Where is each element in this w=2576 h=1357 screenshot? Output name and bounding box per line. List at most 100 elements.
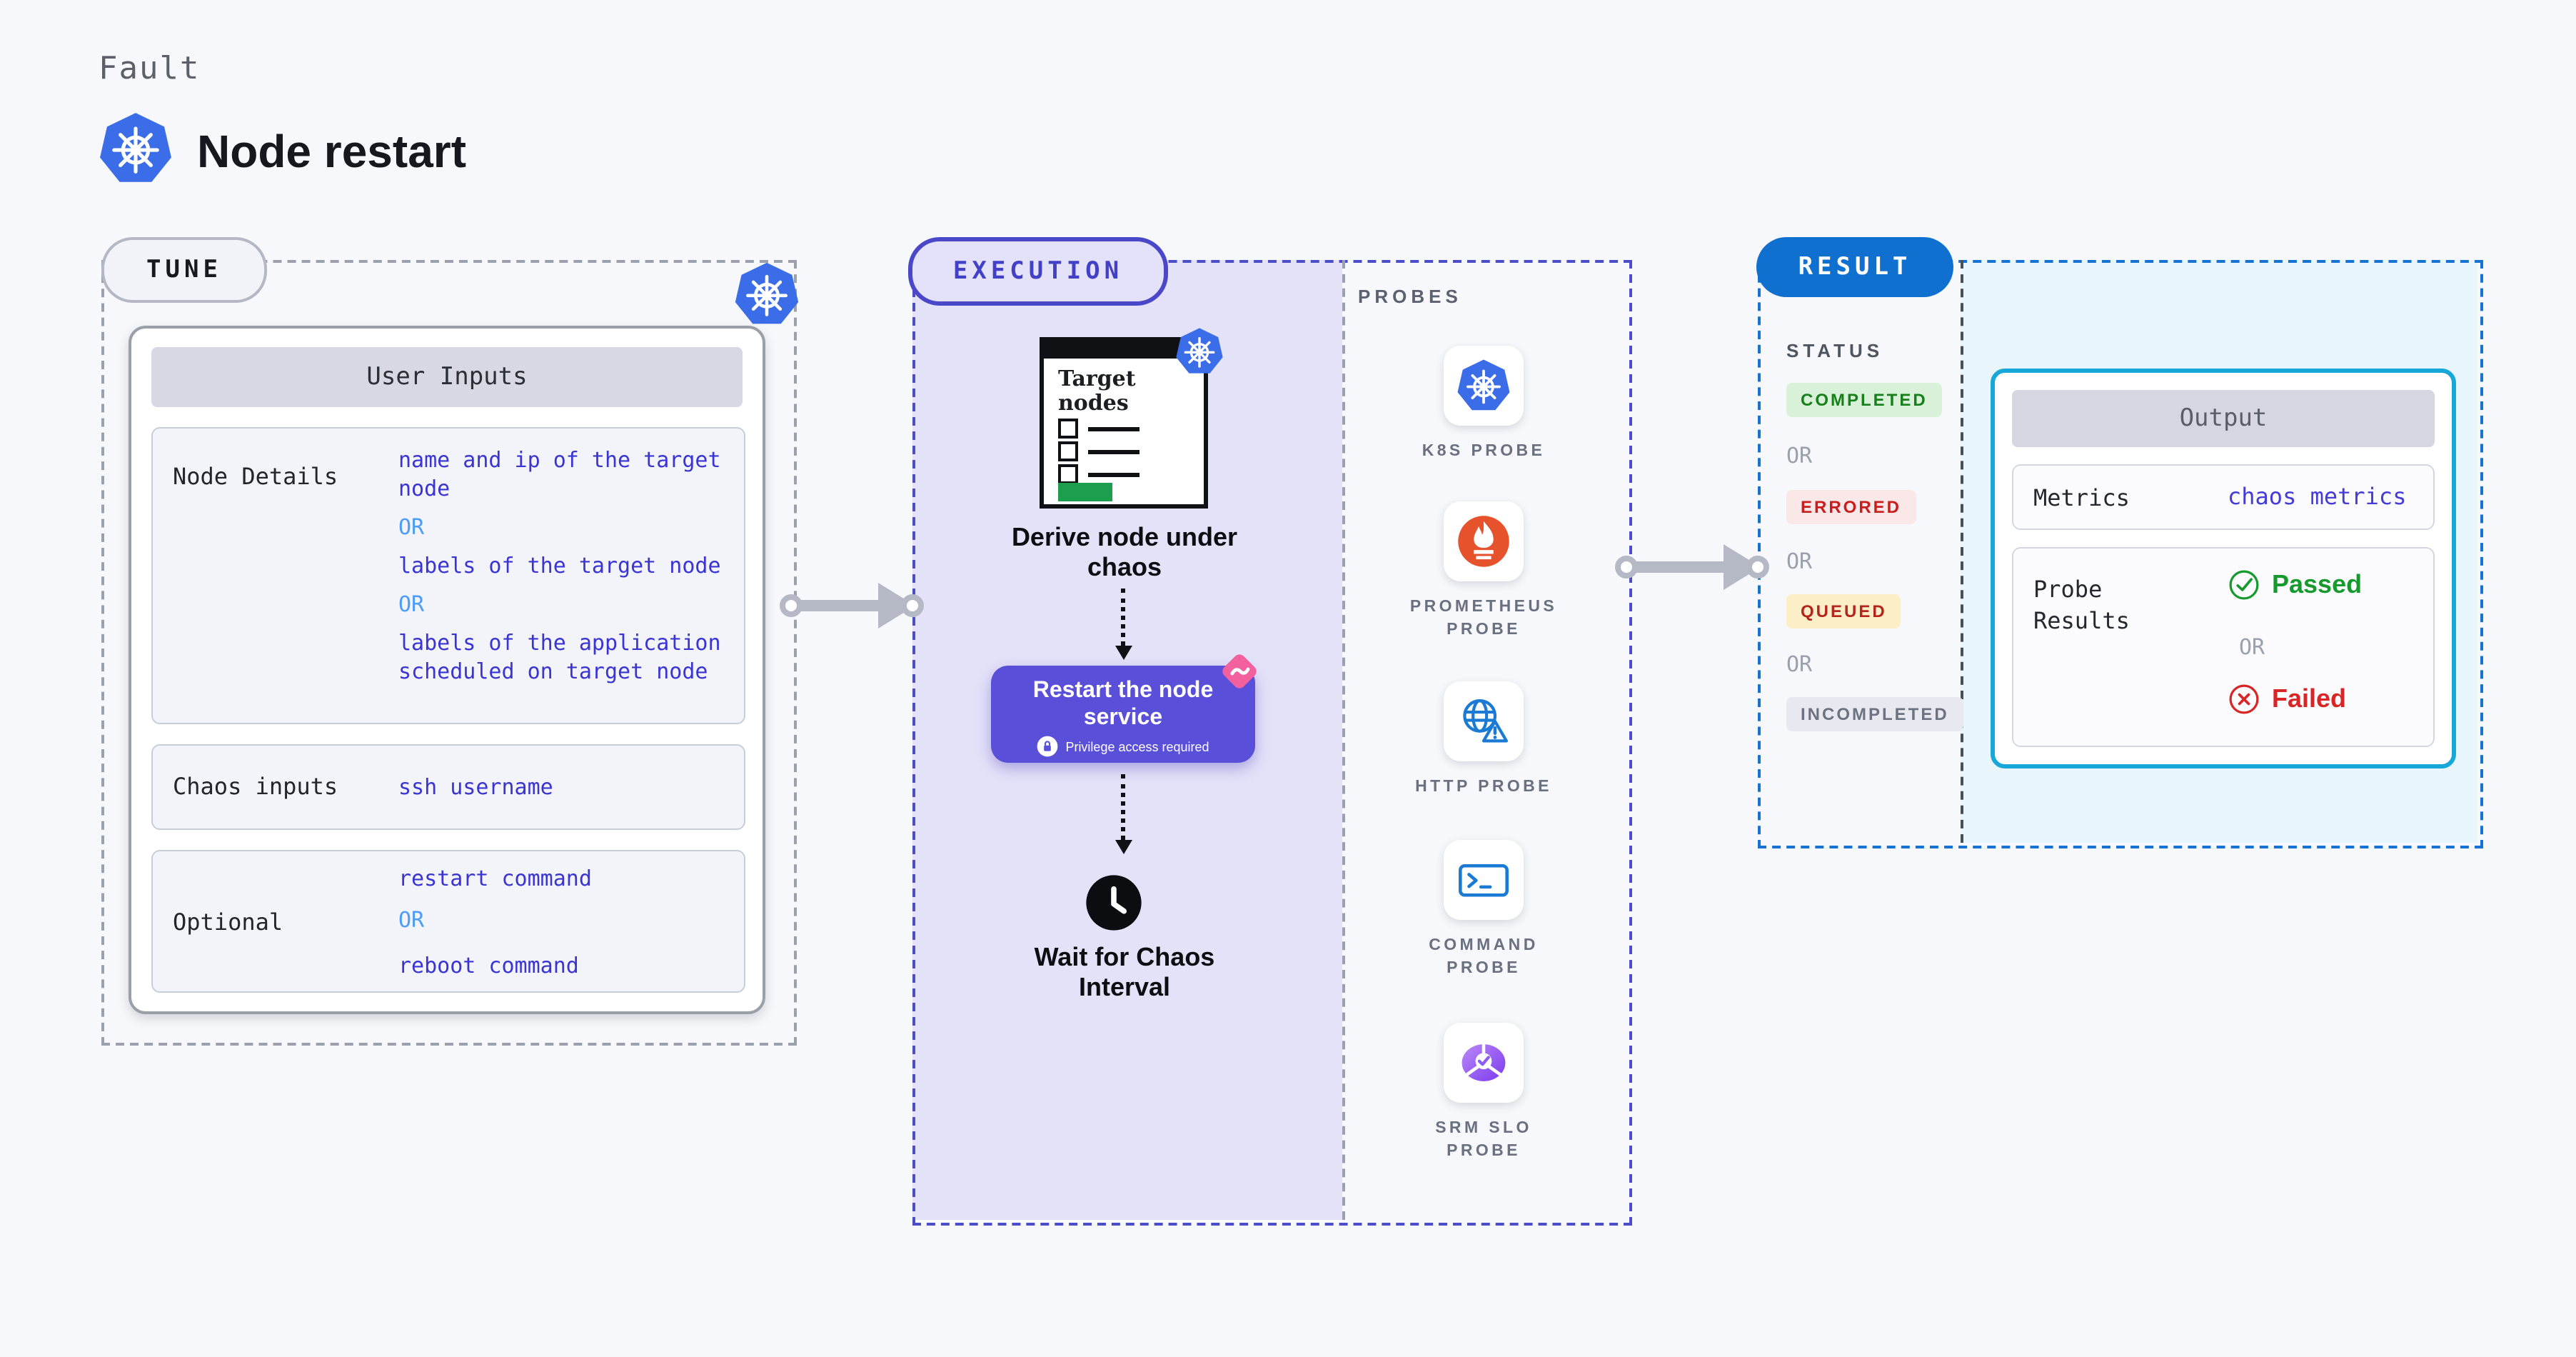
status-output-divider [1961, 260, 1963, 843]
value-line: ssh username [398, 774, 553, 800]
probe-item-http: HTTP PROBE [1384, 681, 1584, 798]
x-circle-icon [2228, 683, 2260, 716]
probe-name: PROMETHEUS PROBE [1409, 599, 1558, 639]
probe-card [1444, 346, 1524, 426]
value-line: restart command [398, 866, 592, 891]
probe-name: K8S PROBE [1422, 443, 1546, 460]
or-separator: OR [398, 514, 425, 540]
fault-eyebrow: Fault [99, 51, 201, 87]
lock-icon [1037, 736, 1058, 757]
value-line: name and ip of the target node [398, 447, 721, 501]
derive-step-label: Derive node under chaos [1011, 523, 1238, 581]
probe-card [1444, 681, 1524, 761]
user-inputs-header: User Inputs [151, 347, 743, 407]
target-nodes-title: Target nodes [1058, 366, 1136, 416]
node-list-item [1058, 464, 1139, 484]
status-badge-queued: QUEUED [1786, 594, 1901, 629]
row-values: name and ip of the target node OR labels… [398, 446, 730, 696]
table-row-node-details: Node Details name and ip of the target n… [151, 427, 745, 724]
probe-item-srm-slo: SRM SLO PROBE [1384, 1023, 1584, 1163]
probe-name: SRM SLO PROBE [1435, 1120, 1532, 1160]
row-values: ssh username [398, 773, 730, 811]
tune-section-box [101, 260, 797, 1046]
probe-card [1444, 1023, 1524, 1103]
kubernetes-icon [1456, 359, 1511, 413]
execution-section-label: EXECUTION [908, 237, 1168, 306]
probe-name: COMMAND PROBE [1429, 937, 1539, 977]
probe-result-failed: Failed [2228, 683, 2346, 716]
node-list-item [1058, 419, 1139, 439]
arrow-endpoint [780, 594, 803, 617]
privilege-note-text: Privilege access required [1065, 739, 1209, 753]
result-section-label: RESULT [1756, 237, 1953, 297]
value-line: labels of the target node [398, 553, 721, 579]
chaos-icon [1218, 650, 1261, 693]
flow-arrow-tune-to-execution [780, 581, 924, 630]
clock-icon [1084, 873, 1144, 933]
output-header: Output [2012, 390, 2435, 447]
status-badge-incompleted: INCOMPLETED [1786, 697, 1963, 731]
or-separator: OR [398, 591, 425, 617]
row-values: restart command OR reboot command [398, 864, 730, 990]
checkbox-icon [1058, 419, 1078, 439]
output-row-metrics: Metrics chaos metrics [2012, 464, 2435, 530]
wait-step-label: Wait for Chaos Interval [1034, 943, 1215, 1001]
row-label: Optional [173, 908, 283, 936]
value-line: labels of the application scheduled on t… [398, 630, 721, 684]
or-separator: OR [1786, 443, 1813, 469]
probe-item-prometheus: PROMETHEUS PROBE [1384, 501, 1584, 641]
failed-label: Failed [2272, 684, 2347, 713]
tune-section-label: TUNE [101, 237, 267, 303]
status-column-label: STATUS [1786, 340, 1884, 361]
metrics-value: chaos metrics [2228, 483, 2407, 510]
list-line [1088, 449, 1139, 454]
status-badge-errored: ERRORED [1786, 490, 1916, 524]
globe-warning-icon [1456, 694, 1511, 748]
or-separator: OR [398, 907, 425, 933]
table-row-optional: Optional restart command OR reboot comma… [151, 850, 745, 993]
value-line: reboot command [398, 953, 579, 978]
status-badge-completed: COMPLETED [1786, 383, 1942, 417]
row-label: Node Details [173, 463, 338, 490]
kubernetes-icon [734, 261, 800, 327]
kubernetes-icon [99, 111, 173, 186]
restart-node-step: Restart the node service Privilege acces… [991, 666, 1255, 763]
checkbox-icon [1058, 464, 1078, 484]
prometheus-icon [1456, 514, 1511, 569]
table-row-chaos-inputs: Chaos inputs ssh username [151, 744, 745, 830]
row-label: Chaos inputs [173, 773, 338, 800]
privilege-note: Privilege access required [991, 736, 1255, 757]
output-card: Output Metrics chaos metrics Probe Resul… [1991, 369, 2456, 768]
probe-result-passed: Passed [2228, 569, 2362, 601]
row-label: Metrics [2033, 484, 2130, 511]
selected-node-bar [1058, 483, 1112, 501]
checkbox-icon [1058, 441, 1078, 461]
probe-card [1444, 501, 1524, 581]
or-separator: OR [1786, 549, 1813, 574]
probe-name: HTTP PROBE [1415, 778, 1552, 796]
page-title: Node restart [197, 126, 466, 177]
check-circle-icon [2228, 569, 2260, 601]
target-nodes-card: Target nodes [1040, 337, 1208, 509]
probe-card [1444, 840, 1524, 920]
or-separator: OR [1786, 651, 1813, 677]
list-line [1088, 426, 1139, 431]
or-separator: OR [2239, 634, 2265, 660]
probe-item-command: COMMAND PROBE [1384, 840, 1584, 980]
execution-probes-divider [1342, 260, 1345, 1220]
probes-column-label: PROBES [1358, 286, 1462, 307]
list-line [1088, 472, 1139, 476]
execution-section-box [912, 260, 1632, 1226]
output-row-probe-results: Probe Results Passed OR Failed [2012, 547, 2435, 747]
passed-label: Passed [2272, 570, 2363, 599]
flow-arrow-execution-to-result [1615, 543, 1769, 591]
slo-check-icon [1456, 1036, 1511, 1090]
arrow-shaft [1629, 561, 1726, 573]
arrow-shaft [794, 600, 881, 611]
arrow-endpoint [901, 594, 924, 617]
kubernetes-icon [1175, 327, 1224, 376]
arrow-endpoint [1615, 556, 1638, 579]
dotted-arrow-down [1115, 774, 1132, 854]
restart-step-title: Restart the node service [1032, 678, 1214, 730]
